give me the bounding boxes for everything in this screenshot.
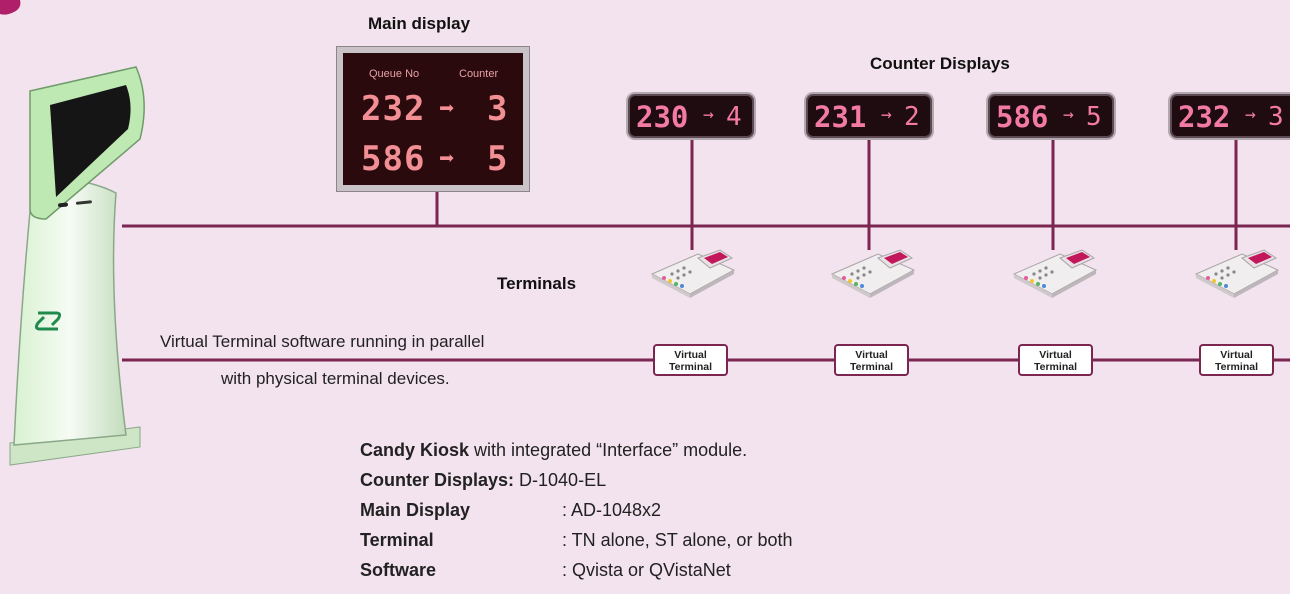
virtual-desc-line2: with physical terminal devices.: [221, 369, 450, 388]
counter-display-arrow-icon: →: [1063, 104, 1074, 125]
counter-display-3: 586 → 5: [988, 94, 1114, 138]
virtual-desc-line1: Virtual Terminal software running in par…: [160, 332, 485, 351]
terminal-device-icon: [1194, 249, 1280, 298]
main-row-arrow-icon: ➡: [439, 144, 456, 174]
counter-display-arrow-icon: →: [1245, 104, 1256, 125]
kiosk-icon: [9, 66, 145, 466]
virtual-terminal-line1: Virtual: [855, 349, 888, 361]
main-display-title: Main display: [368, 14, 471, 33]
counter-display-queue: 586: [996, 100, 1049, 134]
counter-display-counter: 4: [726, 102, 742, 132]
counter-display-queue: 231: [814, 100, 867, 134]
main-display-screen: Queue No Counter 232 ➡ 3 586 ➡ 5: [343, 53, 523, 185]
virtual-terminal-box: Virtual Terminal: [1199, 344, 1274, 376]
counter-display-counter: 3: [1268, 102, 1284, 132]
counter-displays-title: Counter Displays: [870, 54, 1010, 73]
counter-display-1: 230 → 4: [628, 94, 754, 138]
legend-main: Main Display : AD-1048x2: [360, 500, 661, 521]
virtual-terminal-line1: Virtual: [1220, 349, 1253, 361]
legend-kiosk-key: Candy Kiosk: [360, 440, 470, 460]
legend-kiosk-value: with integrated “Interface” module.: [469, 440, 748, 460]
virtual-terminal-line1: Virtual: [674, 349, 707, 361]
terminal-device-icon: [830, 249, 916, 298]
counter-display-queue: 232: [1178, 100, 1231, 134]
terminal-device-icon: [1012, 249, 1098, 298]
counter-display-counter: 2: [904, 102, 920, 132]
main-row-counter: 3: [487, 89, 509, 129]
legend-main-value: : AD-1048x2: [562, 500, 662, 520]
legend-terminal-key: Terminal: [360, 530, 434, 550]
counter-display-counter: 5: [1086, 102, 1102, 132]
legend-counter: Counter Displays: D-1040-EL: [360, 470, 606, 491]
virtual-terminal-box: Virtual Terminal: [1018, 344, 1093, 376]
legend-software-value: : Qvista or QVistaNet: [562, 560, 731, 580]
legend-terminal: Terminal : TN alone, ST alone, or both: [360, 530, 792, 551]
main-row-queue: 232: [361, 89, 426, 129]
legend-counter-key: Counter Displays:: [360, 470, 515, 490]
main-display-header-queue: Queue No: [369, 68, 420, 80]
counter-display-2: 231 → 2: [806, 94, 932, 138]
legend-software: Software : Qvista or QVistaNet: [360, 560, 731, 581]
virtual-terminal-box: Virtual Terminal: [834, 344, 909, 376]
terminal-device-icon: [650, 249, 736, 298]
counter-display-arrow-icon: →: [881, 104, 892, 125]
main-row-counter: 5: [487, 139, 509, 179]
virtual-terminal-line2: Terminal: [850, 361, 893, 373]
virtual-terminal-line2: Terminal: [1034, 361, 1077, 373]
corner-logo-icon: [0, 0, 21, 15]
legend-software-key: Software: [360, 560, 437, 580]
terminals-title: Terminals: [497, 274, 577, 293]
legend-kiosk: Candy Kiosk with integrated “Interface” …: [360, 440, 747, 461]
counter-display-arrow-icon: →: [703, 104, 714, 125]
legend-main-key: Main Display: [360, 500, 471, 520]
virtual-terminal-line1: Virtual: [1039, 349, 1072, 361]
legend-terminal-value: : TN alone, ST alone, or both: [562, 530, 793, 550]
main-row-arrow-icon: ➡: [439, 94, 456, 124]
counter-display-queue: 230: [636, 100, 689, 134]
main-row-queue: 586: [361, 139, 426, 179]
main-display: Queue No Counter 232 ➡ 3 586 ➡ 5: [336, 46, 530, 192]
counter-display-4: 232 → 3: [1170, 94, 1290, 138]
virtual-terminal-line2: Terminal: [1215, 361, 1258, 373]
legend-counter-value: D-1040-EL: [514, 470, 607, 490]
virtual-terminal-box: Virtual Terminal: [653, 344, 728, 376]
main-display-header-counter: Counter: [459, 68, 499, 80]
virtual-terminal-line2: Terminal: [669, 361, 712, 373]
